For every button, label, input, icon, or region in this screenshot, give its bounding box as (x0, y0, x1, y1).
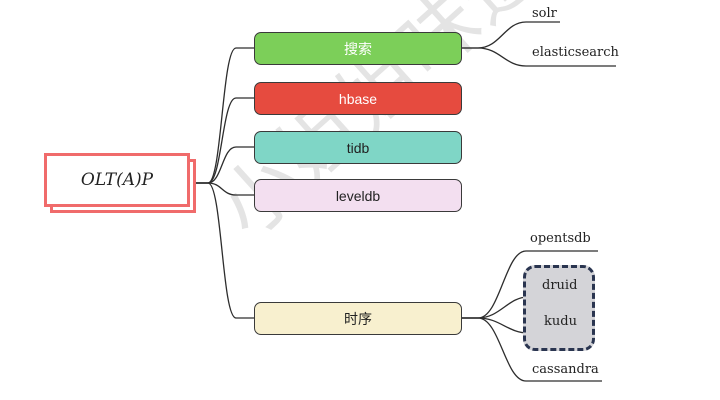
link-root-tidb (190, 146, 254, 184)
leaf-druid[interactable]: druid (542, 278, 578, 293)
branch-tidb[interactable]: tidb (254, 131, 462, 164)
link-root-leveldb (190, 182, 254, 196)
link-ts-opentsdb (462, 250, 598, 319)
branch-timeseries[interactable]: 时序 (254, 302, 462, 335)
link-root-search (190, 47, 254, 184)
leaf-kudu[interactable]: kudu (544, 314, 577, 329)
link-root-timeseries (190, 182, 254, 319)
leaf-opentsdb[interactable]: opentsdb (530, 231, 591, 246)
root-label: OLT(A)P (80, 170, 154, 190)
branch-tidb-label: tidb (346, 139, 370, 156)
leaf-solr[interactable]: solr (532, 6, 557, 21)
link-root-hbase (190, 97, 254, 184)
leaf-cassandra[interactable]: cassandra (532, 362, 599, 377)
link-search-elasticsearch (462, 47, 616, 67)
branch-timeseries-label: 时序 (344, 310, 372, 327)
branch-hbase-label: hbase (338, 90, 378, 107)
leaf-elasticsearch[interactable]: elasticsearch (532, 45, 619, 60)
branch-leveldb[interactable]: leveldb (254, 179, 462, 212)
branch-leveldb-label: leveldb (335, 187, 381, 204)
branch-search[interactable]: 搜索 (254, 32, 462, 65)
druid-kudu-group (523, 265, 595, 351)
branch-hbase[interactable]: hbase (254, 82, 462, 115)
root-node[interactable]: OLT(A)P (44, 153, 190, 207)
branch-search-label: 搜索 (344, 40, 372, 57)
link-ts-cassandra (462, 317, 602, 382)
